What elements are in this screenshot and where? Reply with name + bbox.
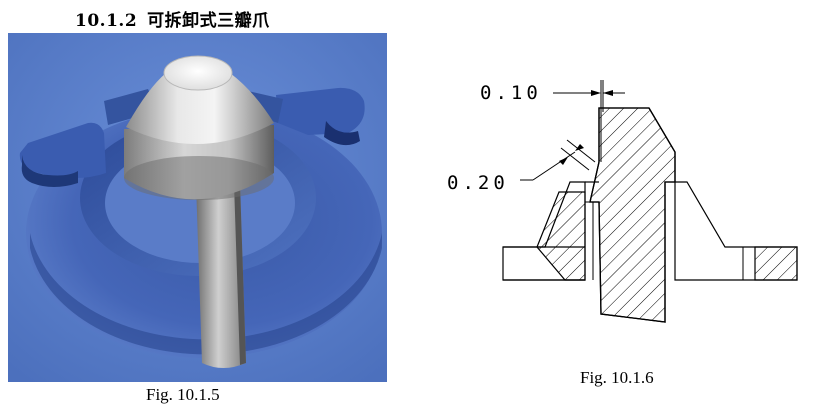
chuck-3d-render (8, 33, 387, 382)
figure-caption: Fig. 10.1.5 (146, 385, 220, 404)
dimension-0-20: 0.20 (447, 172, 509, 194)
figure-10-1-5-render (8, 33, 387, 382)
section-number: 10.1.2 (75, 11, 138, 31)
section-heading: 10.1.2 可拆卸式三瓣爪 (75, 6, 270, 31)
section-title: 可拆卸式三瓣爪 (147, 11, 270, 31)
figure-10-1-6-drawing: 0.10 0.20 (447, 80, 798, 323)
dimension-0-10: 0.10 (480, 82, 542, 104)
figure-caption: Fig. 10.1.6 (580, 368, 654, 387)
